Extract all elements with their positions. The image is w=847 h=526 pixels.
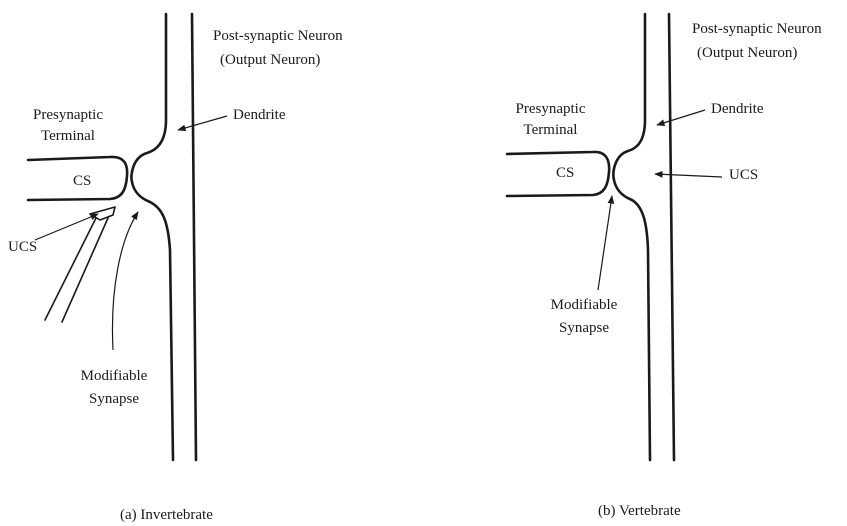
panel-b-synapse-arrow: [598, 196, 612, 290]
panel-a-ucs-terminal: [90, 207, 115, 220]
panel-a-caption: (a) Invertebrate: [120, 506, 213, 524]
panel-a-presynaptic-label: Presynaptic: [22, 106, 114, 124]
panel-b-neuron-right-edge: [669, 14, 674, 460]
panel-a-dendrite-arrow: [178, 116, 227, 130]
panel-a-dendrite-label: Dendrite: [233, 106, 285, 124]
panel-b-synapse-label: Synapse: [534, 319, 634, 337]
panel-b-caption: (b) Vertebrate: [598, 502, 681, 520]
panel-a-neuron-right-edge: [192, 14, 196, 460]
panel-a-cs-label: CS: [73, 172, 91, 190]
panel-b-ucs-arrow: [655, 174, 722, 177]
panel-b-terminal-label: Terminal: [503, 121, 598, 139]
panel-a-terminal-label: Terminal: [22, 127, 114, 145]
panel-a-postsynaptic-label: Post-synaptic Neuron: [213, 27, 343, 45]
panel-b-ucs-label: UCS: [729, 166, 758, 184]
panel-a-ucs-arrow: [35, 214, 98, 240]
panel-b-cs-label: CS: [556, 164, 574, 182]
panel-a-ucs-label: UCS: [8, 238, 37, 256]
panel-a-synapse-label: Synapse: [64, 390, 164, 408]
panel-a-modifiable-label: Modifiable: [64, 367, 164, 385]
panel-b-dendrite-label: Dendrite: [711, 100, 763, 118]
panel-b-output-neuron-label: (Output Neuron): [697, 44, 797, 62]
panel-b-neuron-left-edge: [613, 14, 650, 460]
panel-b-modifiable-label: Modifiable: [534, 296, 634, 314]
panel-a-output-neuron-label: (Output Neuron): [220, 51, 320, 69]
panel-a-ucs-axon-2: [62, 218, 108, 322]
panel-b-dendrite-arrow: [657, 110, 705, 125]
panel-b-presynaptic-label: Presynaptic: [503, 100, 598, 118]
panel-a-synapse-arrow: [112, 212, 138, 350]
panel-b-drawing: [507, 14, 722, 460]
panel-b-postsynaptic-label: Post-synaptic Neuron: [692, 20, 822, 38]
